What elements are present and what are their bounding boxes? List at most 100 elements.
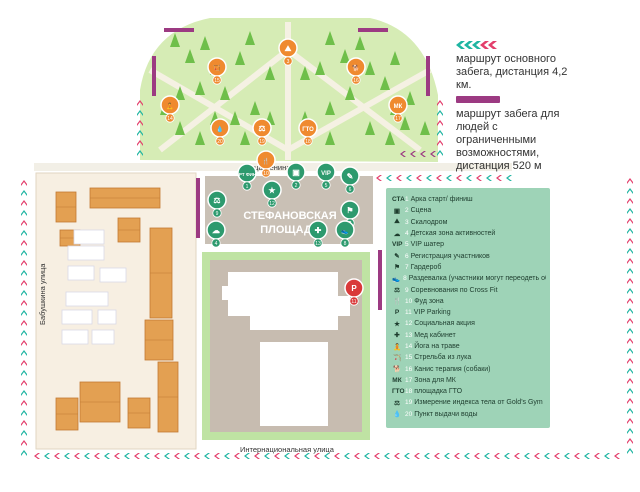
route-chevron: [114, 453, 120, 459]
main-building: [222, 272, 350, 426]
route-chevron: [627, 288, 633, 294]
legend-number: 20: [405, 410, 413, 418]
route-chevron: [456, 175, 462, 181]
marker-number: 20: [217, 139, 223, 145]
square-label-line2: ПЛОЩАДЬ: [260, 224, 320, 236]
tree-icon: [200, 36, 210, 50]
route-chevron: [21, 210, 27, 216]
marker-glyph: ▣: [292, 168, 300, 177]
legend-icon: 👟: [392, 275, 401, 283]
route-chevron: [554, 453, 560, 459]
route-chevron: [430, 151, 436, 157]
route-chevron: [627, 408, 633, 414]
route-chevron: [414, 453, 420, 459]
marker-4[interactable]: ☁4: [206, 220, 226, 248]
route-chevron: [400, 151, 406, 157]
tree-icon: [195, 81, 205, 95]
legend-label: Социальная акция: [414, 320, 475, 328]
legend-icon: МК: [392, 376, 402, 384]
route-chevron: [614, 453, 620, 459]
route-chevron: [64, 453, 70, 459]
legend-number: 5: [405, 241, 409, 249]
marker-glyph: ★: [268, 186, 276, 195]
route-chevron: [627, 328, 633, 334]
route-chevron: [474, 453, 480, 459]
tree-icon: [400, 116, 410, 130]
route-chevron: [314, 453, 320, 459]
marker-20[interactable]: 💧20: [210, 118, 230, 146]
marker-13[interactable]: ✚13: [308, 220, 328, 248]
tree-icon: [170, 33, 180, 47]
route-chevron: [627, 358, 633, 364]
route-chevron: [627, 348, 633, 354]
tree-icon: [365, 61, 375, 75]
marker-15[interactable]: 🏹15: [207, 57, 227, 85]
street-internatsionalnaya-label: Интернациональная улица: [240, 445, 335, 454]
route-chevron: [627, 398, 633, 404]
marker-8[interactable]: 👟8: [335, 220, 355, 248]
route-chevron: [21, 270, 27, 276]
marker-9[interactable]: ⚖9: [207, 190, 227, 218]
marker-6[interactable]: ✎6: [340, 166, 360, 194]
marker-11[interactable]: P11: [344, 278, 364, 306]
building-block: [67, 245, 105, 261]
tree-icon: [385, 131, 395, 145]
marker-16[interactable]: 🐕16: [346, 57, 366, 85]
route-chevron: [564, 453, 570, 459]
route-chevron: [264, 453, 270, 459]
route-chevron: [394, 453, 400, 459]
route-chevron: [21, 180, 27, 186]
legend-icon: СТА: [392, 196, 405, 204]
legend-label: Раздевалка (участники могут переодеть об…: [408, 275, 546, 283]
route-chevron: [627, 298, 633, 304]
tree-icon: [175, 86, 185, 100]
route-chevron: [34, 453, 40, 459]
route-chevron: [406, 175, 412, 181]
route-chevron: [44, 453, 50, 459]
marker-3[interactable]: ⛰3: [278, 38, 298, 66]
marker-glyph: 🧘: [166, 102, 173, 110]
route-chevron: [420, 151, 426, 157]
main-route-chevron-icon: [456, 41, 497, 49]
route-chevron: [21, 380, 27, 386]
marker-19[interactable]: ⚖19: [252, 118, 272, 146]
marker-12[interactable]: ★12: [262, 180, 282, 208]
tree-icon: [355, 36, 365, 50]
route-chevron: [627, 378, 633, 384]
marker-glyph: 🐕: [352, 64, 359, 72]
route-chevron: [174, 453, 180, 459]
legend-icon: P: [394, 309, 400, 317]
route-chevron: [21, 310, 27, 316]
route-chevron: [574, 453, 580, 459]
legend-number: 4: [405, 230, 409, 238]
legend-number: 11: [405, 309, 412, 317]
route-chevron: [94, 453, 100, 459]
route-chevron: [124, 453, 130, 459]
marker-2[interactable]: ▣2: [286, 162, 306, 190]
legend-icon: 💧: [392, 411, 402, 419]
route-chevron: [594, 453, 600, 459]
route-chevron: [386, 175, 392, 181]
marker-number: 5: [325, 183, 328, 189]
marker-10[interactable]: 🍴10: [256, 150, 276, 178]
marker-14[interactable]: 🧘14: [160, 95, 180, 123]
route-chevron: [137, 120, 143, 126]
marker-glyph: ✎: [347, 172, 354, 181]
route-chevron: [21, 320, 27, 326]
main-route-text: маршрут основного забега, дистанция 4,2 …: [456, 53, 568, 91]
route-chevron: [437, 110, 443, 116]
route-chevron: [137, 130, 143, 136]
route-chevron: [374, 453, 380, 459]
tree-icon: [230, 111, 240, 125]
route-chevron: [627, 318, 633, 324]
